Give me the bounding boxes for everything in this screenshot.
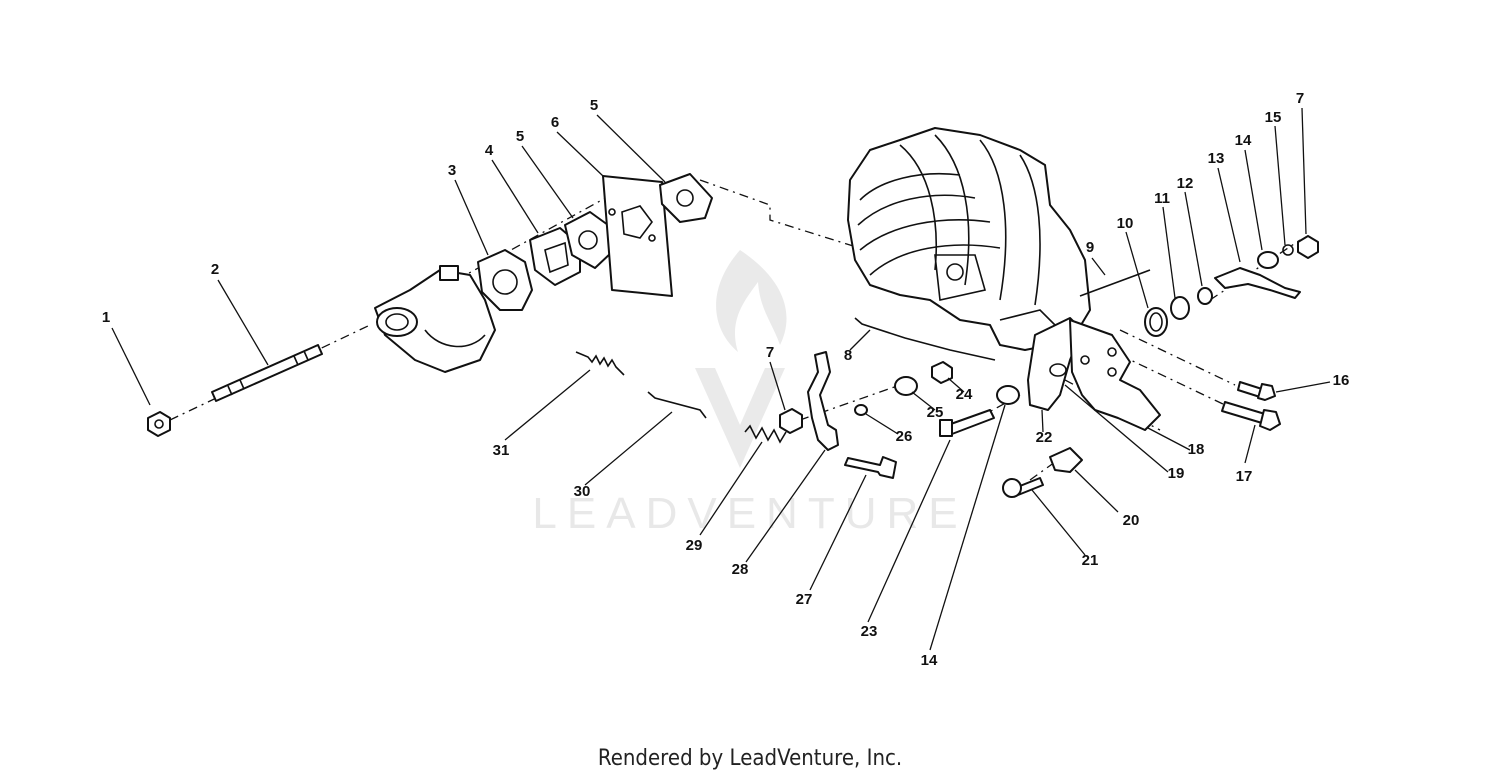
part-bolt-23 (939, 409, 995, 437)
part-clip-15 (1282, 244, 1294, 256)
callout-28: 28 (732, 561, 749, 578)
callout-12: 12 (1177, 175, 1194, 192)
part-rod-9 (1079, 269, 1151, 297)
callout-13: 13 (1208, 150, 1225, 167)
callout-22: 22 (1036, 429, 1053, 446)
callout-23: 23 (861, 623, 878, 640)
callout-30: 30 (574, 483, 591, 500)
callout-16: 16 (1333, 372, 1350, 389)
part-plate-18 (1069, 319, 1161, 431)
part-carburetor (374, 265, 496, 373)
part-spring-10 (1144, 307, 1168, 337)
callout-9: 9 (1086, 239, 1094, 256)
part-bolt-27 (844, 456, 897, 479)
callout-6: 6 (551, 114, 559, 131)
part-nut-7a (779, 408, 803, 434)
part-washer-14a (996, 385, 1020, 405)
callout-25: 25 (927, 404, 944, 421)
part-gasket-3 (477, 249, 533, 311)
callout-2: 2 (211, 261, 219, 278)
callout-21: 21 (1082, 552, 1099, 569)
part-spring-31 (575, 351, 625, 376)
callout-24: 24 (956, 386, 973, 403)
callout-14: 14 (921, 652, 938, 669)
part-clip-20 (1049, 447, 1083, 473)
callout-4: 4 (485, 142, 494, 159)
callout-19: 19 (1168, 465, 1185, 482)
callout-10: 10 (1117, 215, 1134, 232)
part-spacer-4 (529, 227, 581, 286)
callout-7: 7 (766, 344, 774, 361)
watermark-text: LEADVENTURE (532, 489, 967, 538)
part-washer-25 (894, 376, 918, 396)
part-lever-28 (807, 351, 839, 451)
callout-1: 1 (102, 309, 110, 326)
callout-18: 18 (1188, 441, 1205, 458)
part-screw-21 (1002, 477, 1044, 498)
callout-14: 14 (1235, 132, 1252, 149)
part-nut-7b (1297, 235, 1319, 259)
part-bolt-16 (1237, 381, 1276, 401)
part-bolt-17 (1221, 401, 1281, 431)
callout-labels: 1 2 3 4 5 6 5 7 8 9 10 11 12 13 14 15 7 … (102, 90, 1350, 669)
callout-11: 11 (1154, 190, 1170, 207)
part-gasket-5b (659, 173, 713, 223)
callout-leaders (111, 107, 1331, 651)
part-spring-29 (744, 424, 787, 444)
footer-credit: Rendered by LeadVenture, Inc. (597, 746, 903, 771)
callout-3: 3 (448, 162, 456, 179)
part-washer-14b (1257, 251, 1279, 269)
callout-8: 8 (844, 347, 852, 364)
part-link-30 (647, 391, 707, 419)
part-link-rod-8 (854, 317, 996, 361)
leadventure-watermark: LEADVENTURE (532, 250, 967, 538)
part-stud-2 (211, 344, 323, 402)
callout-17: 17 (1236, 468, 1253, 485)
callout-26: 26 (896, 428, 913, 445)
part-washer-12 (1197, 287, 1213, 305)
callout-15: 15 (1265, 109, 1282, 126)
callout-5: 5 (516, 128, 524, 145)
callout-7: 7 (1296, 90, 1304, 107)
part-lever-13 (1214, 267, 1301, 299)
part-nut-1 (147, 411, 171, 437)
callout-27: 27 (796, 591, 813, 608)
callout-29: 29 (686, 537, 703, 554)
part-nut-24 (931, 361, 953, 384)
callout-20: 20 (1123, 512, 1140, 529)
callout-5: 5 (590, 97, 598, 114)
part-washer-26 (854, 404, 868, 416)
callout-31: 31 (493, 442, 510, 459)
part-plate-6 (602, 175, 673, 297)
part-bushing-11 (1170, 296, 1190, 320)
engine-block (847, 127, 1091, 351)
